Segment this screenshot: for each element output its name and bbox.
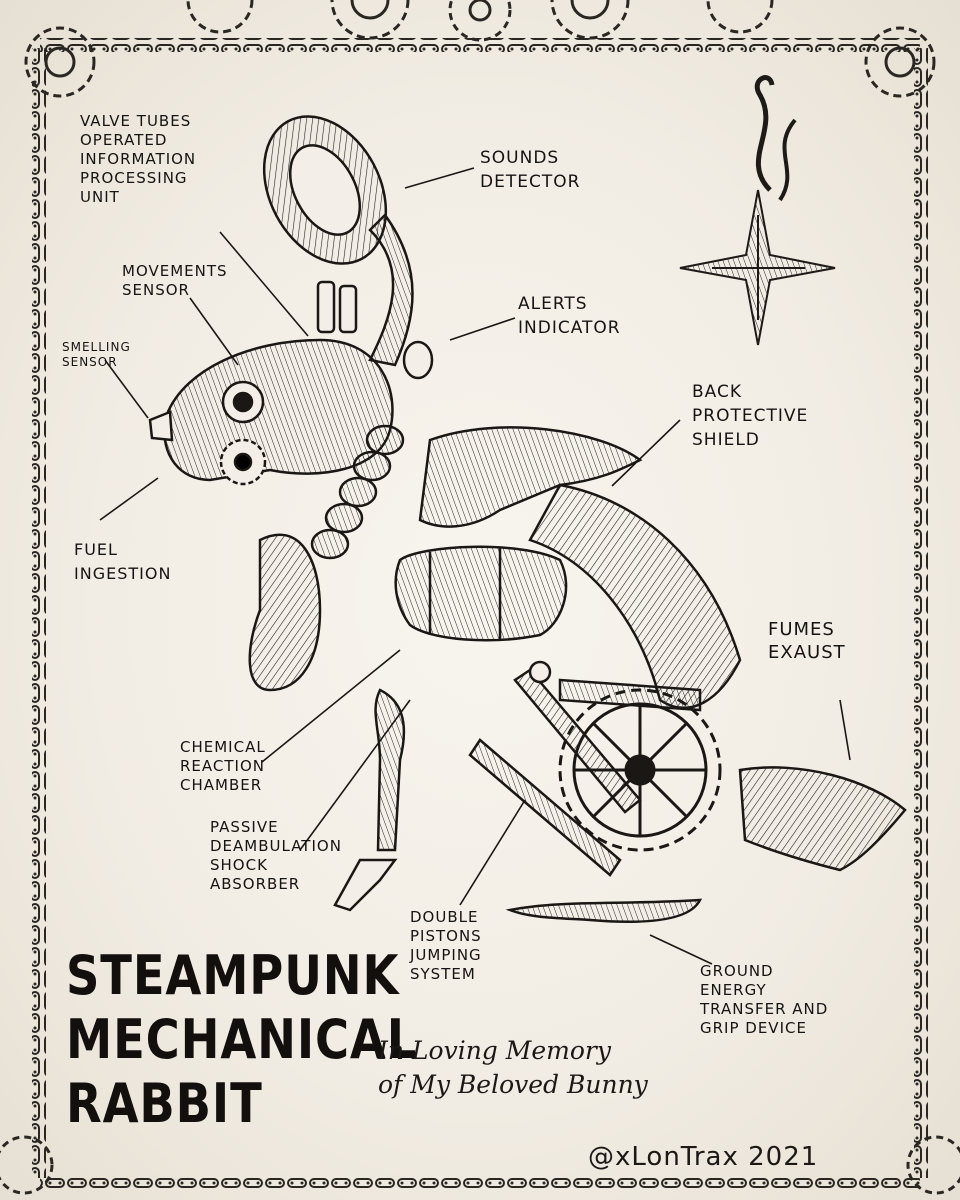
drive-gear: [558, 688, 722, 852]
artist-signature: @xLonTrax 2021: [588, 1142, 819, 1172]
label-arrows: [99, 167, 851, 965]
label-fuel-ingestion: Fuel Ingestion: [74, 540, 172, 583]
dedication-text: In Loving Memory of My Beloved Bunny: [378, 1036, 648, 1099]
hind-foot: [505, 898, 703, 924]
label-smelling-sensor: Smelling Sensor: [62, 340, 131, 369]
compass-rose: [679, 75, 836, 346]
label-valve-tubes: Valve Tubes Operated Information Process…: [80, 112, 197, 206]
label-back-shield: Back Protective Shield: [692, 382, 809, 450]
label-fumes-exaust: Fumes Exaust: [768, 619, 846, 663]
neck-coils: [310, 424, 405, 560]
chemical-chamber-barrel: [394, 545, 568, 642]
label-alerts-indicator: Alerts Indicator: [518, 294, 621, 338]
label-ground-energy: Ground Energy Transfer and Grip Device: [700, 962, 829, 1037]
label-double-pistons: Double Pistons Jumping System: [410, 908, 482, 983]
label-chemical-chamber: Chemical Reaction Chamber: [180, 738, 266, 794]
pistons: [468, 660, 702, 877]
chain-border: [32, 38, 928, 1190]
sound-horn: [262, 115, 434, 380]
back-shield: [418, 426, 742, 710]
exhaust-pipe: [738, 766, 907, 872]
label-sounds-detector: Sounds Detector: [480, 148, 581, 192]
front-arm: [248, 533, 322, 692]
rabbit-head: [148, 338, 394, 486]
front-leg: [333, 688, 406, 912]
artwork-title: STEAMPUNK MECHANICAL RABBIT: [66, 944, 418, 1135]
label-movements-sensor: Movements Sensor: [122, 262, 228, 299]
label-shock-absorber: Passive Deambulation Shock Absorber: [210, 818, 342, 893]
